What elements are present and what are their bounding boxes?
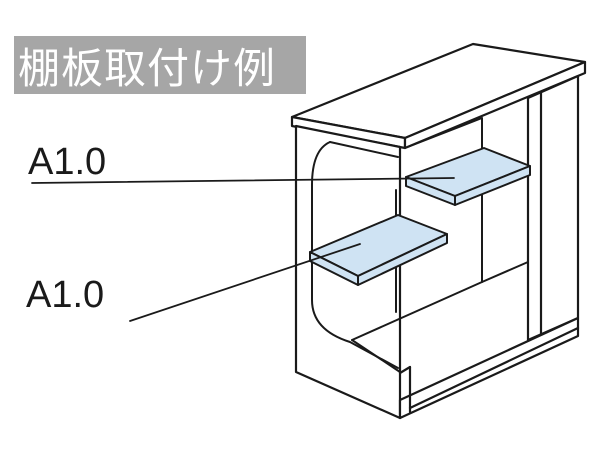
diagram-title: 棚板取付け例 bbox=[18, 43, 277, 93]
cabinet-bottom-front bbox=[398, 316, 580, 420]
title-banner: 棚板取付け例 bbox=[14, 36, 306, 94]
callout-label-upper: A1.0 bbox=[28, 141, 107, 183]
callout-label-lower: A1.0 bbox=[26, 274, 105, 316]
leader-line-upper bbox=[31, 177, 455, 184]
cabinet-interior-floor-edge bbox=[351, 281, 483, 341]
cabinet-top-side-edge bbox=[403, 60, 587, 150]
cabinet-side-opening-top bbox=[329, 141, 399, 158]
cabinet-interior-back-edge bbox=[404, 117, 529, 283]
shelf-upper-side-edge bbox=[454, 165, 531, 206]
cabinet-bottom-rail bbox=[408, 326, 580, 410]
cabinet-side-opening bbox=[311, 141, 399, 369]
shelf-lower-side-edge bbox=[357, 233, 448, 286]
cabinet-right-panel bbox=[526, 74, 580, 342]
cabinet-bottom-step bbox=[398, 365, 412, 375]
leader-line-lower bbox=[129, 243, 361, 322]
